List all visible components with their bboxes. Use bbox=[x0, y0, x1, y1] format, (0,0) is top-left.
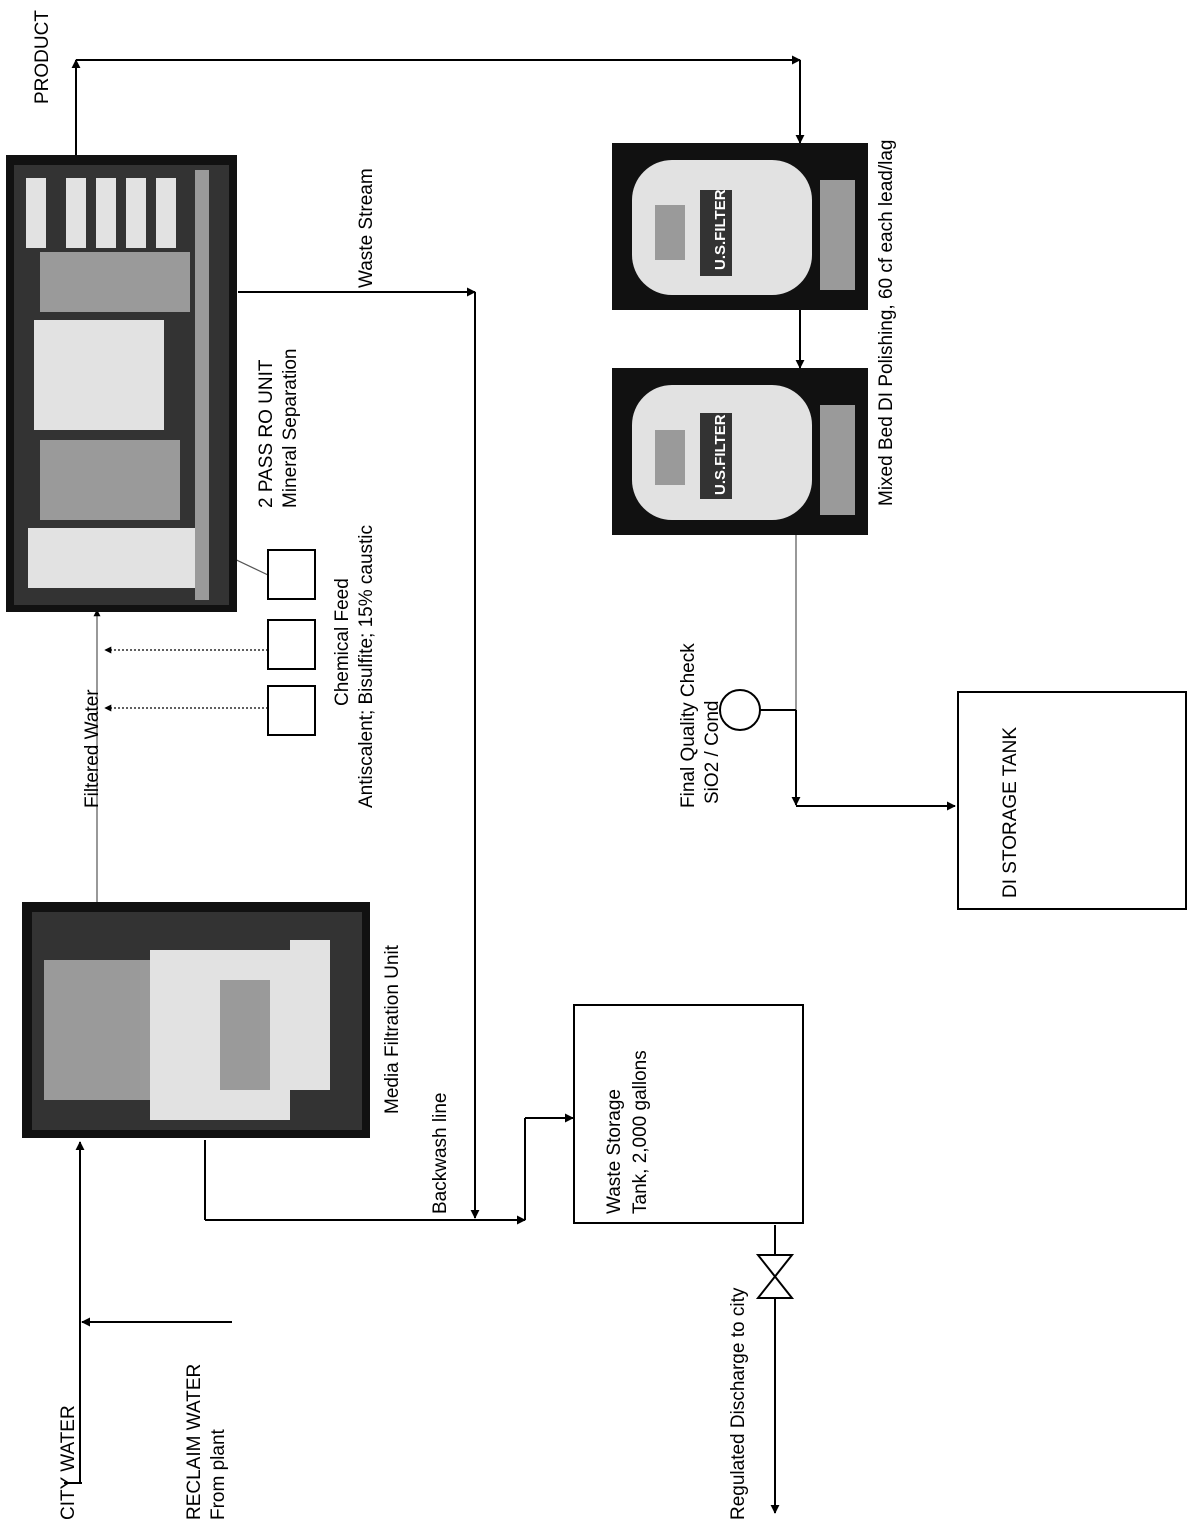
quality-sensor-icon bbox=[719, 689, 761, 731]
bowtie-valve-icon bbox=[755, 1254, 795, 1299]
quality-check-label: Final Quality Check bbox=[678, 643, 699, 808]
chemical-feed-subtitle: Antiscalent; Bisulfite; 15% caustic bbox=[356, 525, 377, 808]
regulated-discharge-label: Regulated Discharge to city bbox=[728, 1287, 749, 1520]
backwash-label: Backwash line bbox=[430, 1093, 451, 1214]
media-filtration-photo bbox=[22, 902, 370, 1138]
di-storage-tank bbox=[957, 691, 1187, 910]
mixed-bed-label: Mixed Bed DI Polishing, 60 cf each lead/… bbox=[876, 140, 897, 507]
waste-storage-tank bbox=[573, 1004, 804, 1224]
chem-tank-1 bbox=[267, 549, 316, 600]
di-lag-unit-photo: U.S.FILTER bbox=[612, 368, 868, 535]
chemical-feed-tanks bbox=[267, 549, 316, 736]
waste-tank-label-2: Tank, 2,000 gallons bbox=[630, 1050, 651, 1214]
usfilter-label-lag: U.S.FILTER bbox=[712, 414, 729, 495]
quality-check-params: SiO2 / Cond bbox=[702, 701, 723, 805]
chem-tank-3 bbox=[267, 685, 316, 736]
reclaim-from-label: From plant bbox=[208, 1428, 229, 1520]
usfilter-label-lead: U.S.FILTER bbox=[712, 189, 729, 270]
chem-tank-2 bbox=[267, 619, 316, 670]
chemical-feed-title: Chemical Feed bbox=[332, 578, 353, 706]
waste-stream-label: Waste Stream bbox=[356, 168, 377, 288]
city-water-label: CITY WATER bbox=[58, 1405, 79, 1520]
media-filtration-label: Media Filtration Unit bbox=[382, 944, 403, 1114]
ro-unit-subtitle: Mineral Separation bbox=[280, 349, 301, 508]
reclaim-water-label: RECLAIM WATER bbox=[184, 1364, 205, 1520]
flow-lines bbox=[64, 55, 956, 1514]
product-label: PRODUCT bbox=[32, 10, 53, 104]
di-storage-tank-label: DI STORAGE TANK bbox=[1000, 727, 1021, 898]
waste-tank-label-1: Waste Storage bbox=[604, 1089, 625, 1214]
ro-unit-photo bbox=[6, 155, 237, 612]
di-lead-unit-photo: U.S.FILTER bbox=[612, 143, 868, 310]
ro-unit-title: 2 PASS RO UNIT bbox=[256, 359, 277, 508]
filtered-water-label: Filtered Water bbox=[82, 689, 103, 808]
